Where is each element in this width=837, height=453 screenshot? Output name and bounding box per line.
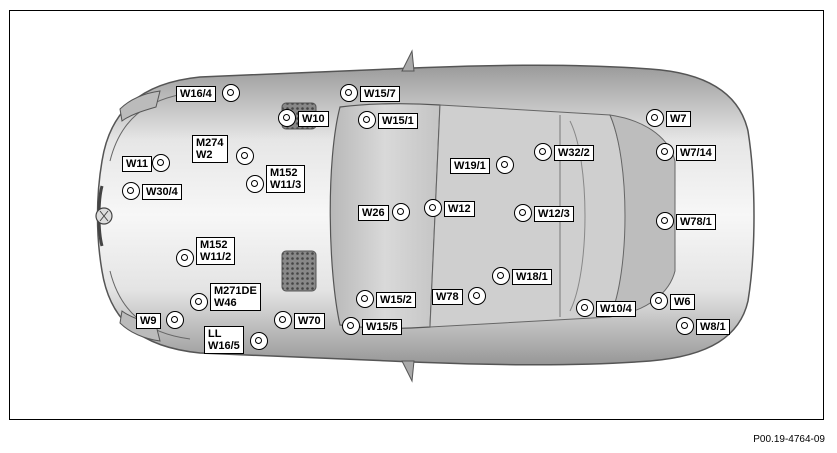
mirrors [401,49,415,383]
connector-icon [650,292,668,310]
callout-label: W8/1 [696,319,730,335]
connector-icon [246,175,264,193]
callout-label: W15/1 [378,113,418,129]
label-line: W16/5 [208,340,240,352]
connector-icon [250,332,268,350]
reference-code: P00.19-4764-09 [753,434,825,445]
callout-label: W26 [358,205,389,221]
connector-icon [274,311,292,329]
callout-label: W78/1 [676,214,716,230]
connector-icon [676,317,694,335]
callout-label: W12 [444,201,475,217]
diagram-frame: W16/4 W15/7 W10 W15/1 W7 M274 W2 W32/2 W… [9,10,824,420]
connector-icon [656,212,674,230]
label-line: M271DE [214,285,257,297]
connector-icon [278,109,296,127]
callout-label: W7 [666,111,691,127]
front-grille [95,185,113,247]
connector-icon [222,84,240,102]
label-line: M152 [200,239,228,251]
callout-label: W11 [122,156,153,172]
connector-icon [392,203,410,221]
label-line: M152 [270,167,298,179]
callout-label: W12/3 [534,206,574,222]
callout-label: W15/7 [360,86,400,102]
connector-icon [656,143,674,161]
car-top-view [95,49,755,383]
label-line: W2 [196,149,213,161]
callout-label: W18/1 [512,269,552,285]
callout-label: W19/1 [450,158,490,174]
callout-label: W10/4 [596,301,636,317]
connector-icon [166,311,184,329]
connector-icon [576,299,594,317]
connector-icon [236,147,254,165]
connector-icon [496,156,514,174]
label-line: W46 [214,297,237,309]
callout-label: W15/2 [376,292,416,308]
callout-label: W78 [432,289,463,305]
connector-icon [152,154,170,172]
callout-label: W10 [298,111,329,127]
callout-label: W16/4 [176,86,216,102]
callout-label: W6 [670,294,695,310]
callout-label: LL W16/5 [204,326,244,354]
callout-label: M152 W11/2 [196,237,236,265]
connector-icon [514,204,532,222]
connector-icon [190,293,208,311]
connector-icon [340,84,358,102]
label-line: M274 [196,137,224,149]
callout-label: W70 [294,313,325,329]
callout-label: W32/2 [554,145,594,161]
callout-label: W15/5 [362,319,402,335]
connector-icon [342,317,360,335]
connector-icon [468,287,486,305]
callout-label: W30/4 [142,184,182,200]
connector-icon [358,111,376,129]
label-line: W11/2 [200,251,232,263]
label-line: W11/3 [270,179,302,191]
callout-label: M152 W11/3 [266,165,306,193]
connector-icon [534,143,552,161]
callout-label: W9 [136,313,161,329]
connector-icon [492,267,510,285]
connector-icon [356,290,374,308]
callout-label: M274 W2 [192,135,228,163]
rear-window [609,114,676,318]
callout-label: M271DE W46 [210,283,261,311]
connector-icon [176,249,194,267]
callout-label: W7/14 [676,145,716,161]
connector-icon [122,182,140,200]
connector-icon [424,199,442,217]
label-line: LL [208,328,222,340]
connector-icon [646,109,664,127]
